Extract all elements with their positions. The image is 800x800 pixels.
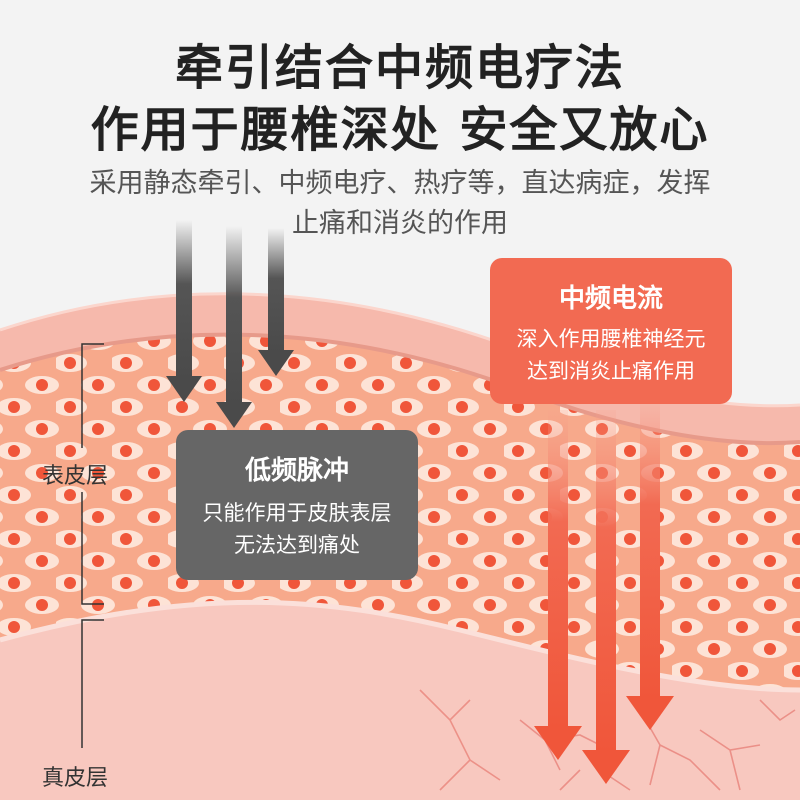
mid-freq-line-1: 深入作用腰椎神经元 <box>516 327 706 351</box>
layer-brackets <box>81 343 104 748</box>
low-freq-line-2: 无法达到痛处 <box>234 533 360 557</box>
mid-freq-title: 中频电流 <box>558 284 663 314</box>
subtitle-line-2: 止痛和消炎的作用 <box>292 208 508 239</box>
low-freq-title: 低频脉冲 <box>244 456 349 486</box>
low-freq-box: 低频脉冲 只能作用于皮肤表层 无法达到痛处 <box>176 430 418 580</box>
headline-line-1: 牵引结合中频电疗法 <box>174 40 625 96</box>
epidermis-label: 表皮层 <box>42 464 109 489</box>
dermis-label: 真皮层 <box>42 766 109 791</box>
subtitle-line-1: 采用静态牵引、中频电疗、热疗等，直达病症，发挥 <box>89 168 711 199</box>
low-freq-line-1: 只能作用于皮肤表层 <box>202 501 392 525</box>
mid-freq-box: 中频电流 深入作用腰椎神经元 达到消炎止痛作用 <box>490 258 732 404</box>
low-freq-arrows <box>166 220 294 428</box>
headline-line-2: 作用于腰椎深处 安全又放心 <box>90 102 710 158</box>
mid-freq-arrows <box>534 400 674 784</box>
mid-freq-line-2: 达到消炎止痛作用 <box>527 359 695 383</box>
